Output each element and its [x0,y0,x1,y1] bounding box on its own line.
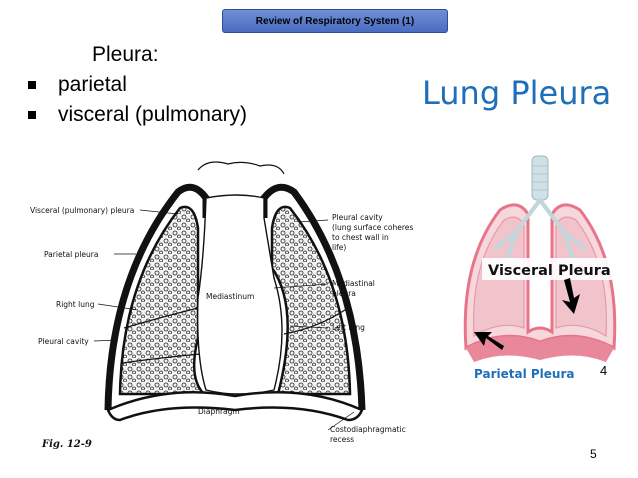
bullet-item: visceral (pulmonary) [28,100,247,130]
mediastinal-pleura-label: pleura [332,289,356,298]
visceral-pleura-label: Visceral Pleura [488,263,611,279]
trachea-shape [531,155,549,201]
pleural-cavity-right-label: life) [332,243,346,252]
pleural-cavity-label: Pleural cavity [38,337,89,346]
bullet-item-text: parietal [58,73,127,96]
pleural-base [466,336,614,362]
reference-number: 4 [600,363,608,378]
left-lung-shape [270,205,352,396]
right-lung-fissure [121,353,201,364]
parietal-pleura-label: Parietal Pleura [474,367,574,381]
left-lung-label: Left lung [332,323,365,332]
bullet-list: Pleura: parietal visceral (pulmonary) [28,40,247,130]
pleural-cavity-right-label: (lung surface coheres [332,223,413,232]
costodiaphragmatic-recess-label: recess [330,435,354,444]
chest-wall [104,183,366,411]
page-number: 5 [590,447,597,461]
diaphragm-label: Diaphragm [198,407,240,416]
neck-outline [197,161,285,175]
arrow-down-right-icon [562,278,580,314]
pleural-cavity-right-label: Pleural cavity [332,213,383,222]
lung-pleura-illustration: Visceral Pleura Parietal Pleura [456,152,624,392]
right-lung-label: Right lung [56,300,95,309]
costodiaphragmatic-recess-label: Costodiaphragmatic [330,425,406,434]
trachea-rings [532,165,548,191]
visceral-label-bg [482,258,622,280]
mediastinal-pleura-label: Mediastinal [332,279,375,288]
pleura-diagram-svg: Visceral (pulmonary) pleura Parietal ple… [30,161,413,450]
bullet-item-text: visceral (pulmonary) [58,103,248,126]
visceral-pleura-label: Visceral (pulmonary) pleura [30,206,134,215]
diaphragm-shape [106,390,364,422]
lung-illustration-svg: Visceral Pleura Parietal Pleura [463,155,622,381]
left-lung-fissure [283,307,349,335]
bronchi [494,198,586,264]
header-banner: Review of Respiratory System (1) [222,9,448,33]
pleural-cavity-right-label: to chest wall in [332,233,389,242]
bullet-list-title: Pleura: [92,43,159,66]
arrow-up-left-icon [474,332,504,350]
right-lung-fissure [123,307,199,329]
parietal-pleura-label: Parietal pleura [44,250,98,259]
pleura-cross-section-diagram: Visceral (pulmonary) pleura Parietal ple… [28,158,442,450]
square-bullet-icon [28,81,36,89]
bullet-item: parietal [28,70,247,100]
square-bullet-icon [28,111,36,119]
mediastinum-label: Mediastinum [206,292,254,301]
lung-pleura-title: Lung Pleura [422,74,612,112]
right-lung-shape [118,205,208,396]
leader-lines [93,209,355,431]
mediastinum-shape [196,194,283,395]
figure-caption: Fig. 12-9 [41,439,92,450]
